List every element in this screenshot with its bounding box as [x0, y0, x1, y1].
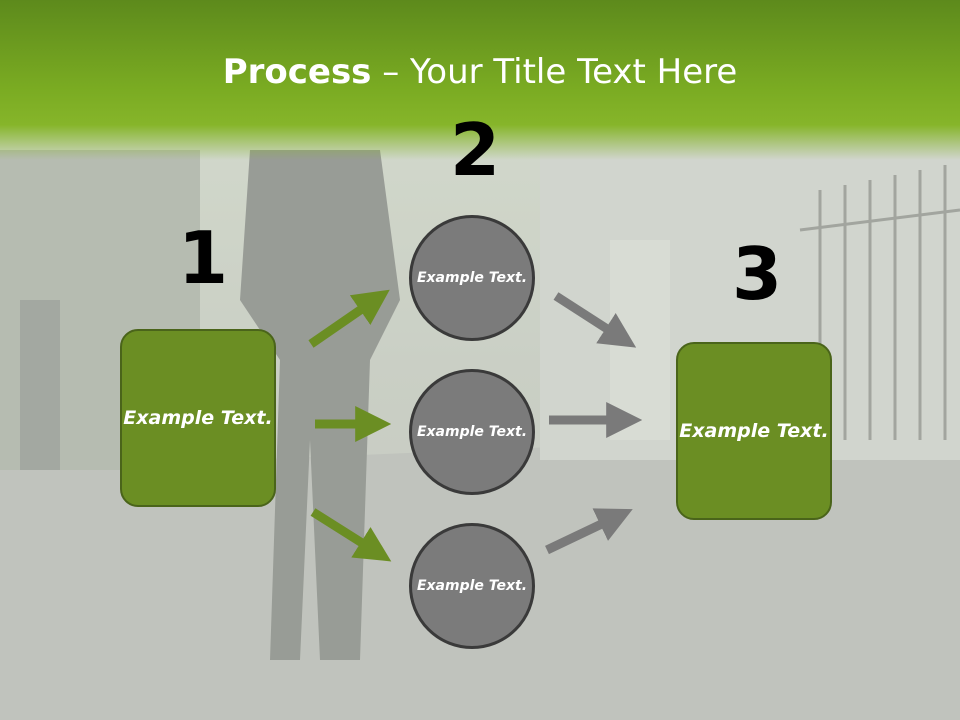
circle-2: Example Text. [409, 369, 535, 495]
circle-1: Example Text. [409, 215, 535, 341]
step-number-2: 2 [450, 108, 501, 192]
step-number-3: 3 [732, 232, 783, 316]
arrow-gray-up [545, 508, 633, 555]
circle-3-text: Example Text. [416, 577, 528, 594]
title-bold: Process [222, 52, 372, 92]
arrow-gray-down [553, 292, 637, 348]
arrow-green-down [310, 508, 392, 562]
title-rest: – Your Title Text Here [371, 52, 738, 92]
circle-2-text: Example Text. [416, 423, 528, 440]
right-box: Example Text. [676, 342, 832, 520]
circle-3: Example Text. [409, 523, 535, 649]
header-band [0, 0, 960, 160]
slide-title: Process – Your Title Text Here [0, 52, 960, 92]
circle-1-text: Example Text. [416, 269, 528, 286]
step-number-1: 1 [178, 216, 229, 300]
arrow-green-up [308, 289, 390, 348]
left-box: Example Text. [120, 329, 276, 507]
right-box-text: Example Text. [679, 419, 829, 442]
left-box-text: Example Text. [123, 406, 273, 429]
